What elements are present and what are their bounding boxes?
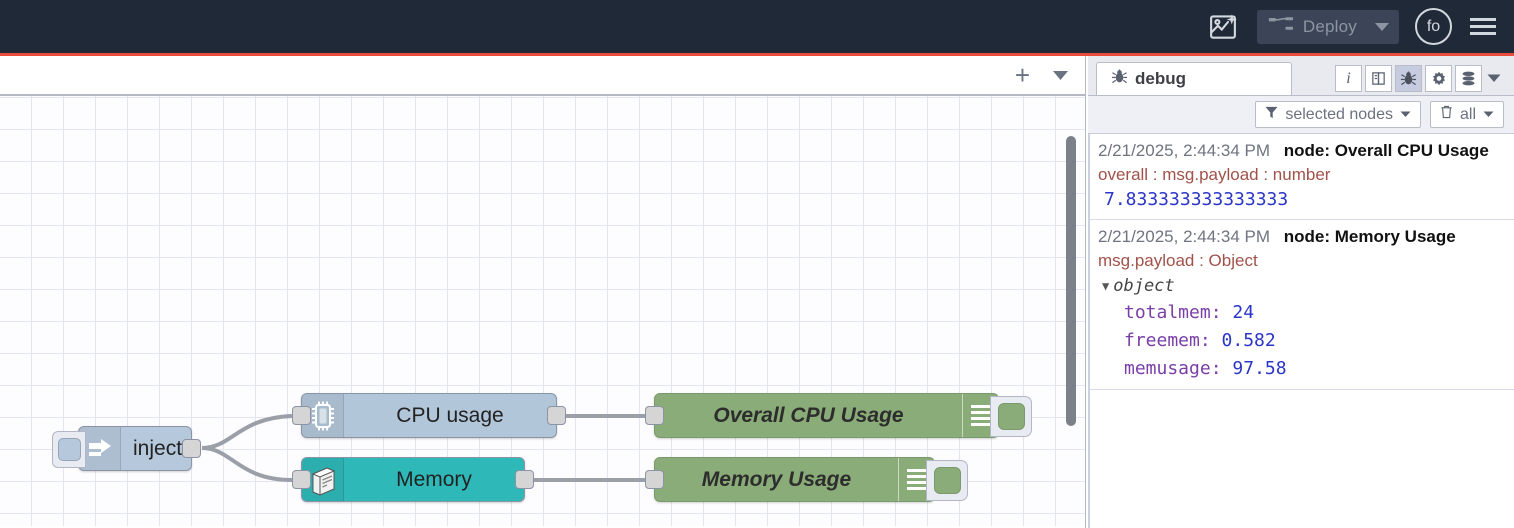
deploy-label: Deploy — [1302, 16, 1357, 36]
node-input-port[interactable] — [292, 470, 311, 489]
chevron-down-icon — [1483, 111, 1494, 117]
debug-toggle-button[interactable] — [990, 396, 1032, 437]
help-book-icon[interactable] — [1365, 65, 1392, 92]
node-memory-usage-debug[interactable]: Memory Usage — [645, 457, 968, 502]
trash-icon — [1440, 105, 1453, 124]
property-value: 0.582 — [1221, 330, 1276, 351]
debug-bug-icon[interactable] — [1395, 65, 1422, 92]
flow-list-caret[interactable] — [1052, 70, 1069, 81]
node-cpu-usage[interactable]: CPU usage — [292, 393, 566, 438]
node-label: inject — [133, 436, 183, 460]
inject-trigger-button[interactable] — [52, 431, 86, 468]
deploy-flow-icon — [1268, 16, 1294, 37]
app-header: Deploy fo — [0, 0, 1514, 53]
deploy-button-main[interactable]: Deploy — [1257, 10, 1371, 44]
debug-object-property: totalmem: 24 — [1098, 299, 1514, 327]
config-gear-icon[interactable] — [1425, 65, 1452, 92]
add-flow-button[interactable]: + — [1015, 62, 1030, 88]
clear-messages-button[interactable]: all — [1429, 101, 1504, 128]
funnel-icon — [1265, 106, 1278, 124]
sidebar-tabrow: debug i — [1088, 56, 1514, 96]
header-accent-line — [0, 53, 1514, 56]
debug-toggle-inner — [933, 467, 961, 494]
flow-workspace: + — [0, 56, 1086, 528]
debug-object-expander[interactable]: ▼ object — [1098, 273, 1514, 299]
node-label: Memory — [396, 467, 472, 491]
debug-toggle-button[interactable] — [926, 460, 968, 501]
debug-object-property: freemem: 0.582 — [1098, 327, 1514, 355]
debug-source-node[interactable]: node: Memory Usage — [1283, 227, 1456, 246]
debug-object-property: memusage: 97.58 — [1098, 355, 1514, 383]
debug-message[interactable]: 2/21/2025, 2:44:34 PM node: Memory Usage… — [1090, 220, 1514, 390]
node-input-port[interactable] — [645, 470, 664, 489]
debug-lines-icon — [898, 458, 934, 501]
node-label: CPU usage — [396, 403, 504, 427]
inject-trigger-inner — [57, 438, 81, 461]
debug-message-meta: 2/21/2025, 2:44:34 PM node: Memory Usage — [1098, 224, 1514, 249]
flow-canvas[interactable]: inject — [0, 96, 1085, 526]
tab-debug[interactable]: debug — [1096, 62, 1292, 95]
clear-messages-label: all — [1459, 105, 1476, 123]
debug-lines-icon — [962, 394, 998, 437]
bug-icon — [1111, 68, 1128, 90]
node-input-port[interactable] — [292, 406, 311, 425]
deploy-button[interactable]: Deploy — [1256, 9, 1399, 44]
inject-arrow-icon — [79, 427, 121, 470]
hamburger-menu-icon[interactable] — [1470, 18, 1496, 35]
canvas-scrollbar-track[interactable] — [1066, 96, 1081, 526]
flow-tabbar: + — [0, 56, 1085, 96]
info-icon[interactable]: i — [1335, 65, 1362, 92]
property-value: 97.58 — [1232, 358, 1287, 379]
node-output-port[interactable] — [547, 406, 566, 425]
property-key: freemem: — [1124, 330, 1211, 351]
debug-object-label: object — [1113, 276, 1175, 296]
debug-message[interactable]: 2/21/2025, 2:44:34 PM node: Overall CPU … — [1090, 134, 1514, 220]
debug-filter-row: selected nodes all — [1088, 96, 1514, 134]
sidebar-tools: i — [1332, 65, 1514, 95]
debug-payload-value: 7.833333333333333 — [1104, 189, 1289, 210]
sidebar-tools-caret[interactable] — [1482, 65, 1506, 92]
node-label: Overall CPU Usage — [713, 403, 904, 427]
property-key: memusage: — [1124, 358, 1222, 379]
debug-source-node[interactable]: node: Overall CPU Usage — [1283, 141, 1489, 160]
node-overall-cpu-usage-debug[interactable]: Overall CPU Usage — [645, 393, 1032, 438]
property-value: 24 — [1232, 302, 1255, 323]
debug-message-meta: 2/21/2025, 2:44:34 PM node: Overall CPU … — [1098, 138, 1514, 163]
flow-sparkle-icon[interactable] — [1203, 7, 1243, 47]
node-memory[interactable]: Memory — [292, 457, 534, 502]
node-output-port[interactable] — [182, 439, 201, 458]
avatar-initials: fo — [1426, 17, 1441, 35]
context-data-icon[interactable] — [1455, 65, 1482, 92]
plus-icon: + — [1014, 60, 1030, 90]
debug-timestamp: 2/21/2025, 2:44:34 PM — [1098, 141, 1271, 160]
debug-topic: msg.payload : Object — [1098, 251, 1258, 270]
user-avatar[interactable]: fo — [1415, 8, 1452, 45]
filter-nodes-button[interactable]: selected nodes — [1255, 101, 1421, 128]
node-output-port[interactable] — [515, 470, 534, 489]
node-input-port[interactable] — [645, 406, 664, 425]
debug-timestamp: 2/21/2025, 2:44:34 PM — [1098, 227, 1271, 246]
filter-nodes-label: selected nodes — [1285, 105, 1393, 123]
debug-sidebar: debug i — [1088, 56, 1514, 528]
caret-down-icon: ▼ — [1102, 279, 1110, 293]
node-inject[interactable]: inject — [52, 426, 201, 471]
tab-debug-label: debug — [1135, 69, 1186, 88]
canvas-scrollbar-thumb[interactable] — [1066, 136, 1076, 426]
node-label: Memory Usage — [701, 467, 852, 491]
chevron-down-icon — [1400, 111, 1411, 117]
debug-message-list[interactable]: 2/21/2025, 2:44:34 PM node: Overall CPU … — [1088, 134, 1514, 528]
debug-topic: overall : msg.payload : number — [1098, 165, 1331, 184]
debug-toggle-inner — [997, 403, 1025, 430]
property-key: totalmem: — [1124, 302, 1222, 323]
deploy-dropdown-caret[interactable] — [1371, 10, 1399, 44]
